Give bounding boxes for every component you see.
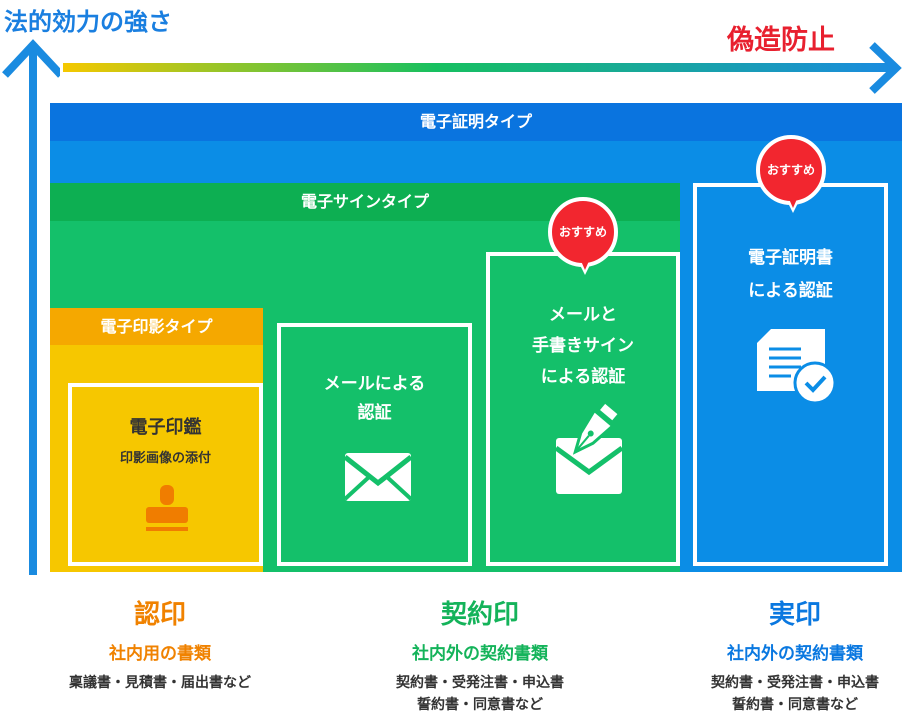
stamp-type-header: 電子印影タイプ: [50, 308, 263, 345]
card-line: による認証: [748, 281, 833, 301]
vertical-axis-label: 法的効力の強さ: [4, 8, 172, 36]
category-type: 社内外の契約書類: [727, 644, 863, 664]
stamp-icon: [146, 485, 188, 531]
vertical-arrow-icon: [2, 39, 60, 575]
category-keiyakuin: 契約印 社内外の契約書類 契約書・受発注書・申込書 誓約書・同意書など: [330, 594, 630, 716]
card-line: メールと: [549, 305, 617, 325]
category-type: 社内外の契約書類: [412, 644, 548, 664]
category-examples: 稟議書・見積書・届出書など: [69, 675, 251, 691]
horizontal-axis-label: 偽造防止: [727, 25, 835, 56]
card-subtitle: 印影画像の添付: [119, 451, 211, 466]
category-jitsuin: 実印 社内外の契約書類 契約書・受発注書・申込書 誓約書・同意書など: [645, 594, 902, 716]
category-examples: 誓約書・同意書など: [417, 697, 543, 713]
card-email-auth: メールによる 認証: [277, 323, 472, 566]
category-examples: 契約書・受発注書・申込書: [396, 675, 564, 691]
card-certificate-auth: 電子証明書 による認証: [693, 183, 888, 566]
card-email-signature-auth: メールと 手書きサイン による認証: [486, 252, 680, 566]
card-line: 電子証明書: [748, 248, 833, 268]
cert-type-header: 電子証明タイプ: [50, 103, 902, 141]
check-circle-icon: [793, 361, 837, 405]
category-name: 認印: [133, 600, 186, 630]
category-mitomein: 認印 社内用の書類 稟議書・見積書・届出書など: [10, 594, 310, 694]
envelope-icon: [343, 453, 413, 501]
category-name: 実印: [768, 600, 821, 630]
horizontal-arrow-icon: [63, 42, 902, 94]
card-line: 認証: [357, 403, 392, 423]
card-line: メールによる: [323, 374, 426, 394]
recommended-badge: おすすめ: [548, 197, 618, 275]
card-line: 手書きサイン: [532, 336, 634, 356]
card-electronic-seal: 電子印鑑 印影画像の添付: [68, 383, 263, 566]
envelope-pen-icon: [554, 403, 624, 494]
recommended-badge: おすすめ: [756, 135, 826, 213]
category-examples: 誓約書・同意書など: [732, 697, 858, 713]
category-type: 社内用の書類: [109, 644, 211, 664]
category-examples: 契約書・受発注書・申込書: [711, 675, 879, 691]
card-line: による認証: [540, 367, 626, 387]
category-name: 契約印: [440, 600, 519, 630]
card-title: 電子印鑑: [129, 417, 202, 438]
